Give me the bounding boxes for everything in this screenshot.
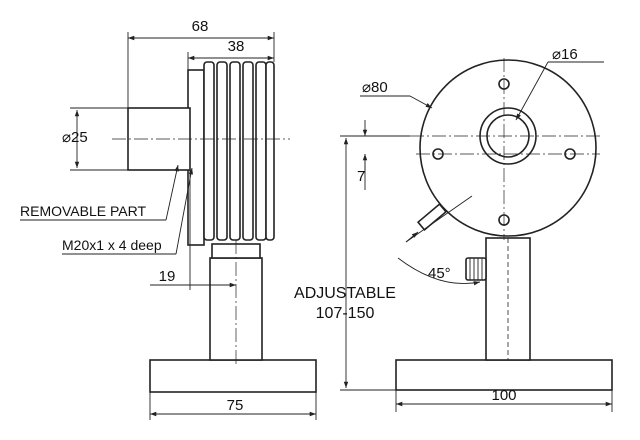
- front-base-plate: [395, 359, 613, 391]
- angle-45: 45°: [428, 265, 451, 282]
- front-view: ⌀16 ⌀80 7 ADJUSTABLE 107-150 45° 100: [294, 46, 613, 412]
- adjustable-range: 107-150: [316, 305, 375, 322]
- dim-80-text: ⌀80: [362, 79, 388, 96]
- dim-25-text: ⌀25: [62, 129, 88, 146]
- dim-7: 7: [357, 168, 365, 185]
- thread-label: M20x1 x 4 deep: [62, 237, 162, 253]
- adjustable-label: ADJUSTABLE: [294, 285, 396, 302]
- angle-arc: [397, 257, 481, 286]
- side-base-plate: [149, 359, 317, 393]
- tilt-handle: [416, 203, 448, 231]
- dim-38: 38: [228, 38, 245, 55]
- dim-19: 19: [159, 268, 176, 285]
- side-view: 68 38 ⌀25 REMOVABLE PART M20x1 x 4 deep …: [20, 18, 317, 420]
- dim-75: 75: [227, 397, 244, 414]
- side-fins: [203, 61, 275, 241]
- lock-knob: [465, 257, 487, 281]
- dim-68: 68: [192, 18, 209, 35]
- removable-part-label: REMOVABLE PART: [20, 203, 146, 219]
- dim-16-text: ⌀16: [552, 46, 578, 63]
- dim-100: 100: [491, 387, 516, 404]
